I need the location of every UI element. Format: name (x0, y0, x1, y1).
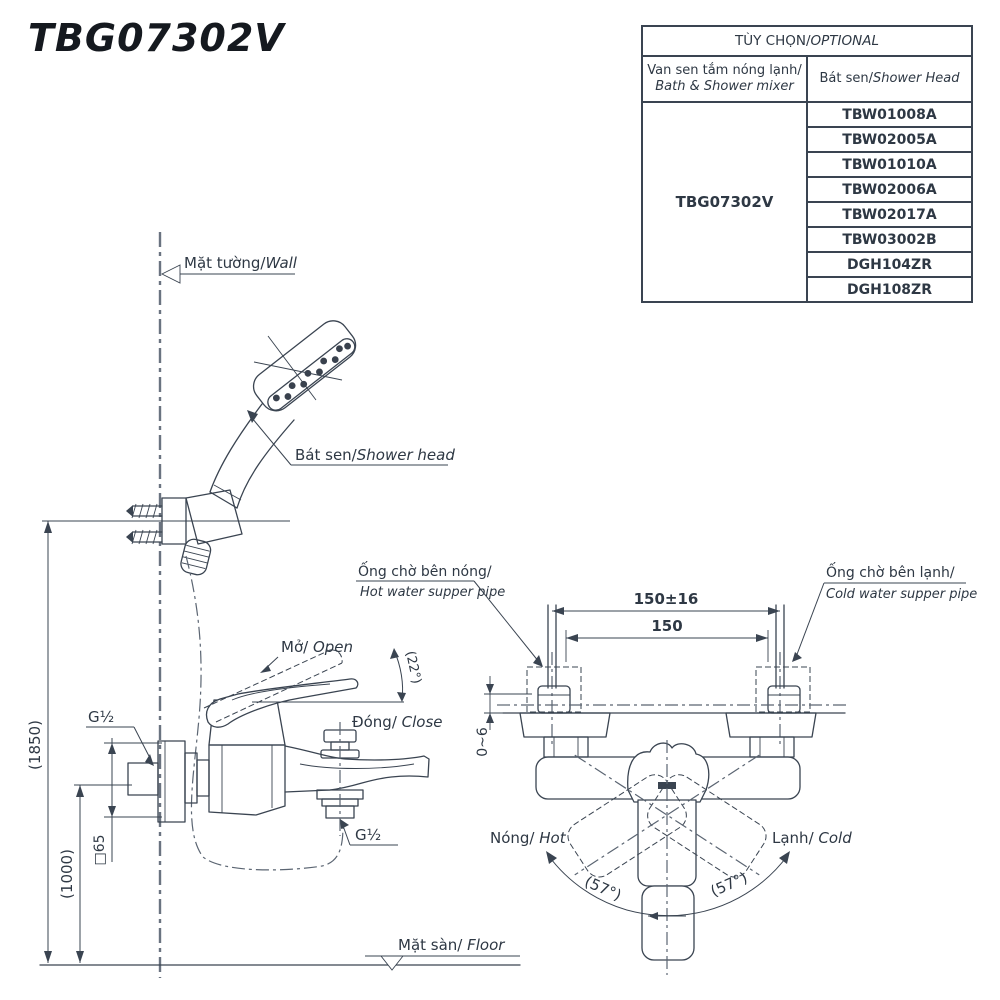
svg-text:(1000): (1000) (58, 849, 76, 899)
pitch-dimension: 150 (565, 617, 769, 662)
wall-nipple (127, 762, 159, 796)
svg-text:Cold water supper pipe: Cold water supper pipe (826, 587, 977, 602)
product-code-title: TBG07302V (28, 16, 285, 60)
shower-head-label: Bát sen/Shower head (247, 410, 455, 466)
mixer-body-drawing (127, 649, 430, 836)
svg-text:G½: G½ (355, 826, 381, 844)
section-tick (253, 361, 343, 381)
supply-connection-right (755, 666, 811, 714)
svg-text:Mặt sàn/ Floor: Mặt sàn/ Floor (398, 936, 505, 954)
handle-closed (205, 678, 359, 728)
shower-head-code: TBW03002B (806, 226, 973, 253)
open-angle-label: (22°) (402, 650, 424, 686)
angle-left-label: (57°) (582, 872, 624, 904)
pitch-tolerance-dimension: 150±16 (552, 590, 780, 615)
shower-head-code: DGH108ZR (806, 276, 973, 303)
options-table: TÙY CHỌN/OPTIONAL Van sen tắm nóng lạnh/… (641, 25, 973, 303)
shower-head-column-header: Bát sen/Shower Head (806, 55, 973, 103)
escutcheon-plate (157, 740, 186, 823)
thread-label-bottom: G½ (340, 819, 398, 846)
shower-head-code: DGH104ZR (806, 251, 973, 278)
shower-head-drawing (209, 320, 357, 509)
escutcheons-top-view (519, 712, 817, 758)
wall-gap-dimension: 0~6 (475, 676, 532, 757)
plate-size-dimension: □65 (92, 738, 162, 866)
leader-arrow-icon (247, 410, 258, 423)
close-label: Đóng/ Close (352, 713, 443, 731)
ground-symbol-icon (380, 955, 404, 971)
shower-head-code: TBW01008A (806, 101, 973, 128)
supply-pipes (547, 604, 785, 744)
options-table-header: TÙY CHỌN/OPTIONAL (641, 25, 973, 57)
mounting-screw (126, 529, 163, 545)
mixer-column-header: Van sen tắm nóng lạnh/Bath & Shower mixe… (641, 55, 808, 103)
shower-hose (185, 555, 344, 871)
angle-right-label: (57°) (708, 868, 750, 900)
side-view-drawing: Mặt tường/Wall (26, 232, 521, 978)
cold-pipe-label: Ống chờ bên lạnh/ Cold water supper pipe (792, 562, 977, 662)
wall-arrow-icon (160, 264, 181, 284)
svg-text:Mặt tường/Wall: Mặt tường/Wall (184, 254, 298, 272)
hot-label: Nóng/ Hot (490, 829, 567, 847)
svg-text:150±16: 150±16 (634, 590, 699, 608)
top-view-drawing: Ống chờ bên nóng/ Hot water supper pipe … (356, 561, 977, 975)
swing-angle-annotations: (57°) (57°) Nóng/ Hot Lạnh/ Cold (490, 829, 852, 920)
svg-text:(1850): (1850) (26, 720, 44, 770)
shower-head-code: TBW02006A (806, 176, 973, 203)
svg-text:0~6: 0~6 (475, 727, 491, 757)
handle-top-view (567, 740, 767, 975)
mixer-code-cell: TBG07302V (641, 101, 808, 303)
handle-open-dashed (203, 649, 343, 723)
shower-head-code: TBW02005A (806, 126, 973, 153)
mixer-height-dimension: (1000) (58, 784, 132, 963)
shower-head-code: TBW02017A (806, 201, 973, 228)
svg-text:Hot water supper pipe: Hot water supper pipe (360, 585, 505, 600)
open-close-annotations: (22°) Mở/ Open Đóng/ Close (252, 638, 443, 731)
shower-head-code: TBW01010A (806, 151, 973, 178)
hose-connector (180, 538, 212, 576)
svg-text:Ống chờ bên nóng/: Ống chờ bên nóng/ (358, 561, 492, 580)
thread-label-top: G½ (86, 708, 154, 766)
mounting-screw (126, 503, 163, 519)
svg-text:Ống chờ bên lạnh/: Ống chờ bên lạnh/ (826, 562, 955, 581)
open-label: Mở/ Open (281, 638, 353, 656)
wall-label: Mặt tường/Wall (160, 254, 298, 284)
shower-bracket (126, 489, 243, 576)
svg-text:G½: G½ (88, 708, 114, 726)
floor-label: Mặt sàn/ Floor (39, 936, 521, 971)
svg-text:150: 150 (651, 617, 682, 635)
cold-label: Lạnh/ Cold (772, 829, 852, 847)
hot-pipe-label: Ống chờ bên nóng/ Hot water supper pipe (356, 561, 543, 667)
svg-text:Bát sen/Shower head: Bát sen/Shower head (295, 446, 455, 464)
total-height-dimension: (1850) (26, 520, 290, 963)
supply-connection-left (526, 666, 582, 714)
svg-text:□65: □65 (92, 834, 108, 865)
section-tick (267, 335, 317, 401)
